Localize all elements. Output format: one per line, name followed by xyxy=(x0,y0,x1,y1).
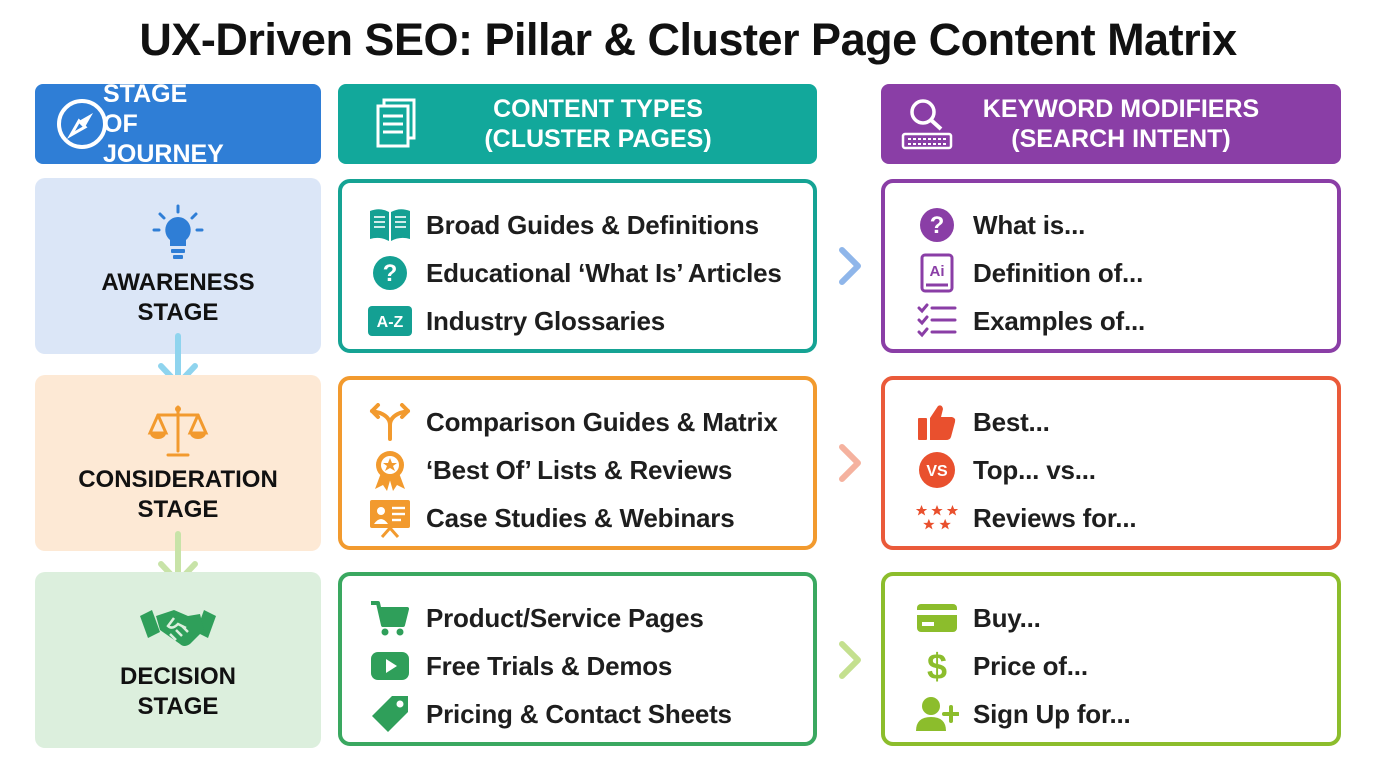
keywords-header-label: KEYWORD MODIFIERS (SEARCH INTENT) xyxy=(982,95,1260,153)
a-z-icon-text: A-Z xyxy=(377,314,404,331)
decision-content-card: Product/Service Pages Free Trials & Demo… xyxy=(338,572,817,746)
stage-label: AWARENESS STAGE xyxy=(101,269,255,326)
ai-document-icon: Ai xyxy=(920,253,954,293)
question-circle-icon: ? xyxy=(373,256,407,290)
list-item: $ Price of... xyxy=(915,642,1337,690)
chevron-right-icon xyxy=(839,247,861,285)
svg-text:?: ? xyxy=(930,212,945,239)
content-type-text: Industry Glossaries xyxy=(426,305,665,336)
compass-icon xyxy=(57,99,107,149)
price-tag-icon xyxy=(372,696,408,732)
list-item: Product/Service Pages xyxy=(368,594,813,642)
decision-stage-box: DECISION STAGE xyxy=(35,572,321,748)
keyword-modifier-text: Sign Up for... xyxy=(973,698,1131,729)
ai-icon-text: Ai xyxy=(930,263,945,280)
content-type-text: Free Trials & Demos xyxy=(426,650,673,681)
vs-badge-icon: VS xyxy=(919,452,955,488)
content-type-text: Educational ‘What Is’ Articles xyxy=(426,257,782,288)
content-type-text: ‘Best Of’ Lists & Reviews xyxy=(426,454,733,485)
a-z-icon: A-Z xyxy=(368,306,412,336)
chevron-right-icon xyxy=(839,444,861,482)
list-item: VS Top... vs... xyxy=(915,446,1337,494)
lightbulb-icon xyxy=(152,204,204,259)
list-item: Buy... xyxy=(915,594,1337,642)
split-arrows-icon xyxy=(370,403,410,441)
list-item: Best... xyxy=(915,398,1337,446)
content-column-header: CONTENT TYPES (CLUSTER PAGES) xyxy=(338,84,817,164)
search-keyboard-icon xyxy=(901,99,953,150)
stage-header-label: STAGE OF JOURNEY xyxy=(103,80,224,168)
play-button-icon xyxy=(371,652,409,680)
content-header-label: CONTENT TYPES (CLUSTER PAGES) xyxy=(484,95,712,153)
content-type-text: Case Studies & Webinars xyxy=(426,502,735,533)
question-circle-icon: ? xyxy=(920,208,954,242)
dollar-icon-text: $ xyxy=(927,646,947,686)
keyword-modifier-text: Best... xyxy=(973,406,1050,437)
documents-icon xyxy=(376,98,416,148)
dollar-sign-icon: $ xyxy=(927,646,947,686)
keywords-column-header: KEYWORD MODIFIERS (SEARCH INTENT) xyxy=(881,84,1341,164)
open-book-icon xyxy=(370,209,410,241)
keyword-modifier-text: Definition of... xyxy=(973,257,1144,288)
consideration-keywords-card: Best... VS Top... vs... Reviews for... xyxy=(881,376,1341,550)
list-item: Reviews for... xyxy=(915,494,1337,542)
stars-icon xyxy=(915,504,959,530)
keyword-modifier-text: Buy... xyxy=(973,602,1041,633)
page-title: UX-Driven SEO: Pillar & Cluster Page Con… xyxy=(139,14,1237,65)
consideration-content-card: Comparison Guides & Matrix ‘Best Of’ Lis… xyxy=(338,376,817,550)
shopping-cart-icon xyxy=(371,601,409,636)
credit-card-icon xyxy=(917,604,957,632)
awareness-content-card: Broad Guides & Definitions ? Educational… xyxy=(338,179,817,353)
content-type-text: Product/Service Pages xyxy=(426,602,704,633)
list-item: Ai Definition of... xyxy=(915,249,1337,297)
stage-label: CONSIDERATION STAGE xyxy=(78,466,278,523)
list-item: Case Studies & Webinars xyxy=(368,494,813,542)
decision-keywords-card: Buy... $ Price of... Sign Up for... xyxy=(881,572,1341,746)
list-item: ? What is... xyxy=(915,201,1337,249)
vs-icon-text: VS xyxy=(926,463,948,480)
content-type-text: Pricing & Contact Sheets xyxy=(426,698,732,729)
awareness-keywords-card: ? What is... Ai Definition of... xyxy=(881,179,1341,353)
content-type-text: Comparison Guides & Matrix xyxy=(426,406,778,437)
list-item: Examples of... xyxy=(915,297,1337,345)
svg-text:?: ? xyxy=(383,260,398,287)
thumbs-up-icon xyxy=(918,405,956,440)
balance-scale-icon xyxy=(147,405,209,457)
keyword-modifier-text: What is... xyxy=(973,209,1086,240)
keyword-modifier-text: Reviews for... xyxy=(973,502,1137,533)
content-type-text: Broad Guides & Definitions xyxy=(426,209,759,240)
checklist-icon xyxy=(917,303,957,338)
add-user-icon xyxy=(916,697,959,731)
consideration-stage-box: CONSIDERATION STAGE xyxy=(35,375,321,551)
list-item: A-Z Industry Glossaries xyxy=(368,297,813,345)
list-item: Sign Up for... xyxy=(915,690,1337,738)
presentation-icon xyxy=(370,500,410,538)
list-item: Free Trials & Demos xyxy=(368,642,813,690)
list-item: Comparison Guides & Matrix xyxy=(368,398,813,446)
stage-label: DECISION STAGE xyxy=(119,663,236,720)
awareness-stage-box: AWARENESS STAGE xyxy=(35,178,321,354)
handshake-icon xyxy=(140,610,216,646)
keyword-modifier-text: Examples of... xyxy=(973,305,1146,336)
chevron-right-icon xyxy=(839,641,861,679)
keyword-modifier-text: Top... vs... xyxy=(973,454,1096,485)
award-ribbon-icon xyxy=(375,451,405,491)
list-item: ‘Best Of’ Lists & Reviews xyxy=(368,446,813,494)
list-item: Broad Guides & Definitions xyxy=(368,201,813,249)
list-item: ? Educational ‘What Is’ Articles xyxy=(368,249,813,297)
keyword-modifier-text: Price of... xyxy=(973,650,1088,681)
list-item: Pricing & Contact Sheets xyxy=(368,690,813,738)
stage-column-header: STAGE OF JOURNEY xyxy=(35,80,321,168)
